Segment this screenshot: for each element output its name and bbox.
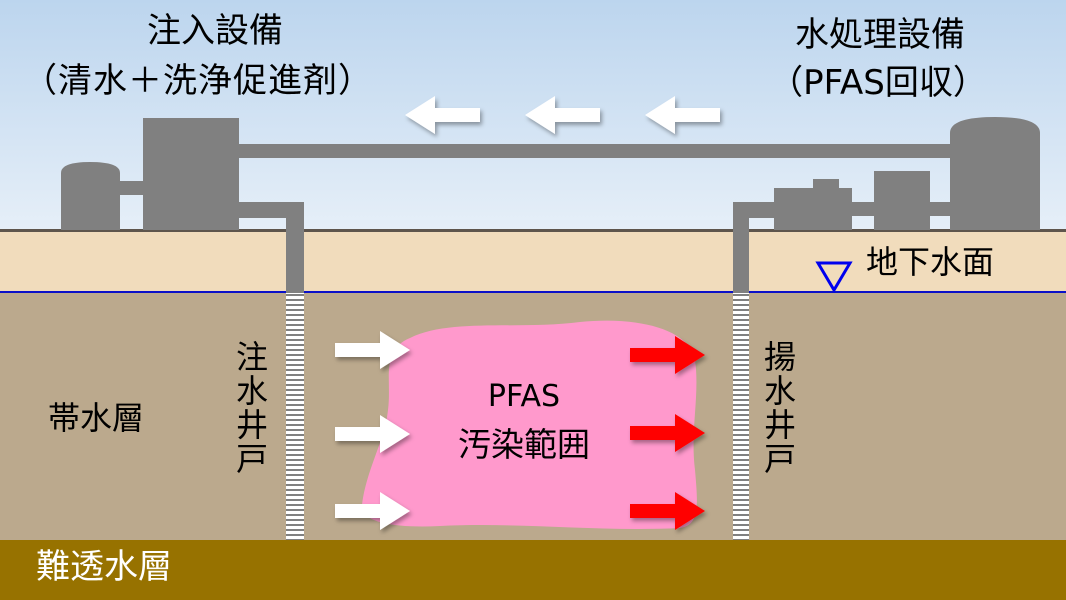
contamination-label-line2: 汚染範囲: [458, 425, 590, 464]
treatment-facility: [733, 117, 1040, 230]
extraction-flow-arrow-1: [630, 336, 705, 374]
injection-facility-contents: （清水＋洗浄促進剤）: [23, 61, 373, 101]
ground-surface-line: [0, 229, 1066, 232]
treatment-unit-2: [874, 171, 930, 230]
treatment-unit-1-bump: [813, 179, 839, 189]
flow-arrows: [335, 96, 720, 530]
injection-unit: [143, 118, 239, 230]
pfas-contamination-zone: [361, 320, 697, 529]
injection-tank-connector-pipe: [119, 181, 144, 195]
return-flow-arrow-3: [645, 96, 720, 134]
injection-flow-arrow-1: [335, 331, 410, 369]
extraction-well-casing: [733, 202, 749, 293]
extraction-well-screen: [733, 293, 749, 540]
injection-facility: [61, 118, 304, 230]
injection-well-casing: [286, 202, 304, 293]
treatment-facility-title: 水処理設備: [795, 15, 965, 55]
injection-flow-arrow-2: [335, 415, 410, 453]
treated-water-tank: [950, 117, 1040, 230]
extraction-well-label: 揚水井戸: [759, 340, 797, 476]
treatment-connector-pipe-2: [929, 202, 951, 216]
contamination-label-line1: PFAS: [487, 379, 561, 414]
injection-storage-tank: [61, 162, 120, 230]
injection-well-screen: [286, 293, 304, 540]
injection-facility-title: 注入設備: [147, 11, 283, 51]
aquitard-layer: [0, 540, 1066, 600]
treatment-unit-1: [774, 188, 852, 230]
groundwater-level-label: 地下水面: [866, 243, 995, 281]
return-pipe: [238, 144, 953, 158]
injection-flow-arrow-3: [335, 492, 410, 530]
unsaturated-soil-layer: [0, 231, 1066, 292]
groundwater-level-symbol: [815, 261, 853, 293]
aquifer-label: 帯水層: [48, 399, 145, 437]
aquitard-label: 難透水層: [36, 547, 172, 587]
treatment-connector-pipe-1: [851, 202, 875, 216]
extraction-flow-arrow-2: [630, 414, 705, 452]
return-flow-arrow-2: [525, 96, 600, 134]
injection-well-label: 注水井戸: [231, 340, 269, 476]
treatment-facility-contents: （PFAS回収）: [769, 63, 987, 103]
groundwater-line: [0, 291, 1066, 293]
extraction-flow-arrow-3: [630, 492, 705, 530]
return-flow-arrow-1: [405, 96, 480, 134]
